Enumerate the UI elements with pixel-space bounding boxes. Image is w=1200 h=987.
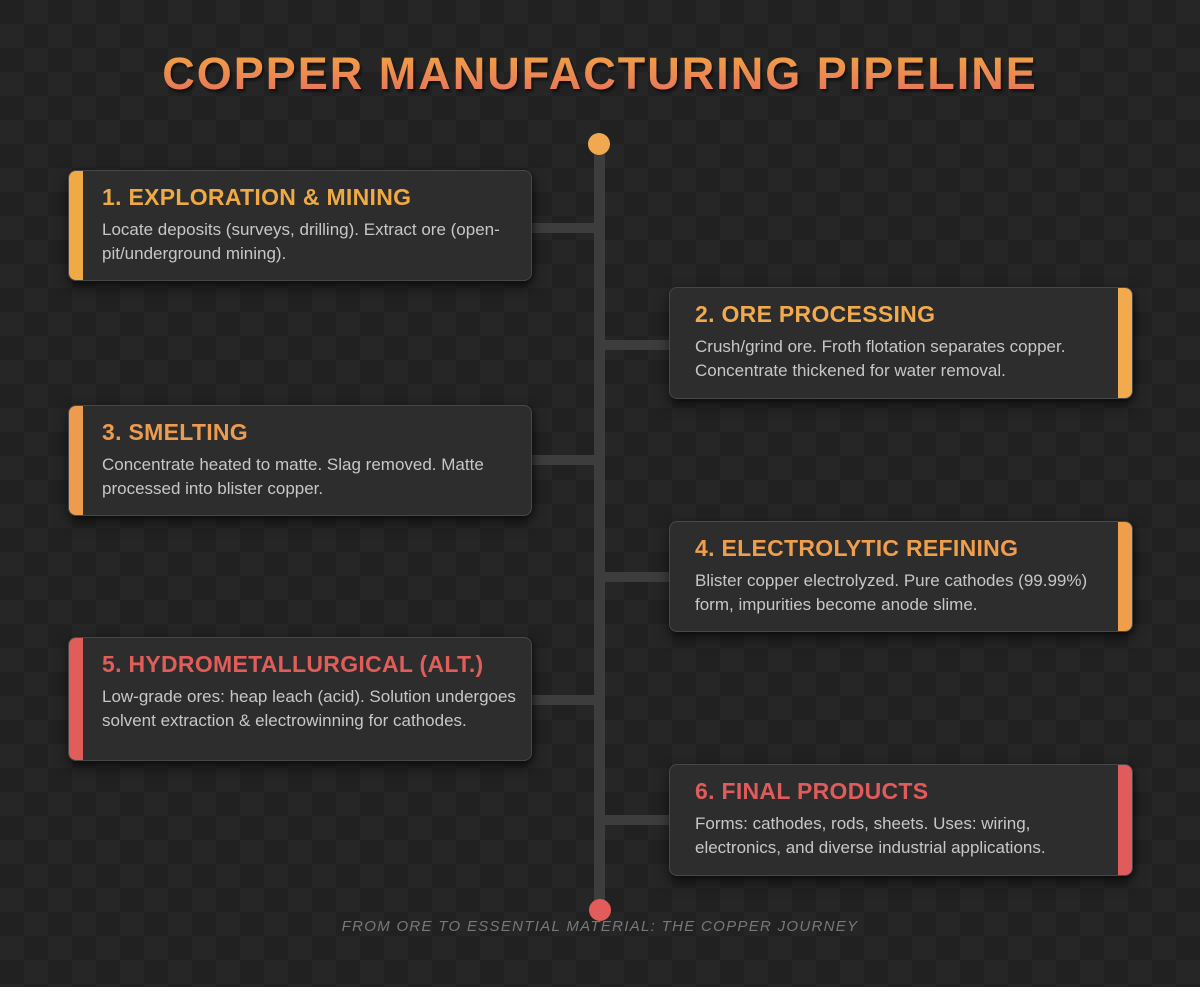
step-accent-bar — [1118, 522, 1132, 631]
timeline-start-dot — [588, 133, 610, 155]
step-card-5: 5. HYDROMETALLURGICAL (ALT.) Low-grade o… — [68, 637, 532, 761]
connector-line-2 — [600, 340, 675, 350]
connector-line-6 — [600, 815, 675, 825]
step-accent-bar — [1118, 765, 1132, 875]
step-accent-bar — [69, 638, 83, 760]
step-description: Locate deposits (surveys, drilling). Ext… — [102, 220, 500, 264]
step-title: 4. ELECTROLYTIC REFINING — [695, 535, 1019, 561]
footer-caption: FROM ORE TO ESSENTIAL MATERIAL: THE COPP… — [341, 918, 859, 935]
step-content: 1. EXPLORATION & MINING Locate deposits … — [83, 171, 531, 280]
step-accent-bar — [1118, 288, 1132, 398]
step-card-2: 2. ORE PROCESSING Crush/grind ore. Froth… — [669, 287, 1133, 399]
step-content: 3. SMELTING Concentrate heated to matte.… — [83, 406, 531, 515]
step-title: 6. FINAL PRODUCTS — [695, 778, 929, 804]
step-description: Low-grade ores: heap leach (acid). Solut… — [102, 687, 516, 731]
connector-line-5 — [525, 695, 600, 705]
step-description: Forms: cathodes, rods, sheets. Uses: wir… — [695, 814, 1046, 858]
step-title: 3. SMELTING — [102, 419, 248, 445]
step-content: 2. ORE PROCESSING Crush/grind ore. Froth… — [670, 288, 1118, 398]
connector-line-1 — [525, 223, 600, 233]
step-title: 5. HYDROMETALLURGICAL (ALT.) — [102, 651, 484, 677]
step-description: Blister copper electrolyzed. Pure cathod… — [695, 571, 1088, 615]
step-card-3: 3. SMELTING Concentrate heated to matte.… — [68, 405, 532, 516]
connector-line-3 — [525, 455, 600, 465]
step-card-4: 4. ELECTROLYTIC REFINING Blister copper … — [669, 521, 1133, 632]
step-accent-bar — [69, 171, 83, 280]
step-title: 1. EXPLORATION & MINING — [102, 184, 412, 210]
step-accent-bar — [69, 406, 83, 515]
timeline-spine — [594, 144, 605, 910]
infographic-title: COPPER MANUFACTURING PIPELINE — [0, 48, 1200, 100]
step-content: 5. HYDROMETALLURGICAL (ALT.) Low-grade o… — [83, 638, 531, 760]
step-description: Crush/grind ore. Froth flotation separat… — [695, 337, 1066, 381]
step-title: 2. ORE PROCESSING — [695, 301, 936, 327]
step-content: 4. ELECTROLYTIC REFINING Blister copper … — [670, 522, 1118, 631]
step-description: Concentrate heated to matte. Slag remove… — [102, 455, 484, 499]
timeline-end-dot — [589, 899, 611, 921]
step-card-1: 1. EXPLORATION & MINING Locate deposits … — [68, 170, 532, 281]
connector-line-4 — [600, 572, 675, 582]
step-content: 6. FINAL PRODUCTS Forms: cathodes, rods,… — [670, 765, 1118, 875]
step-card-6: 6. FINAL PRODUCTS Forms: cathodes, rods,… — [669, 764, 1133, 876]
